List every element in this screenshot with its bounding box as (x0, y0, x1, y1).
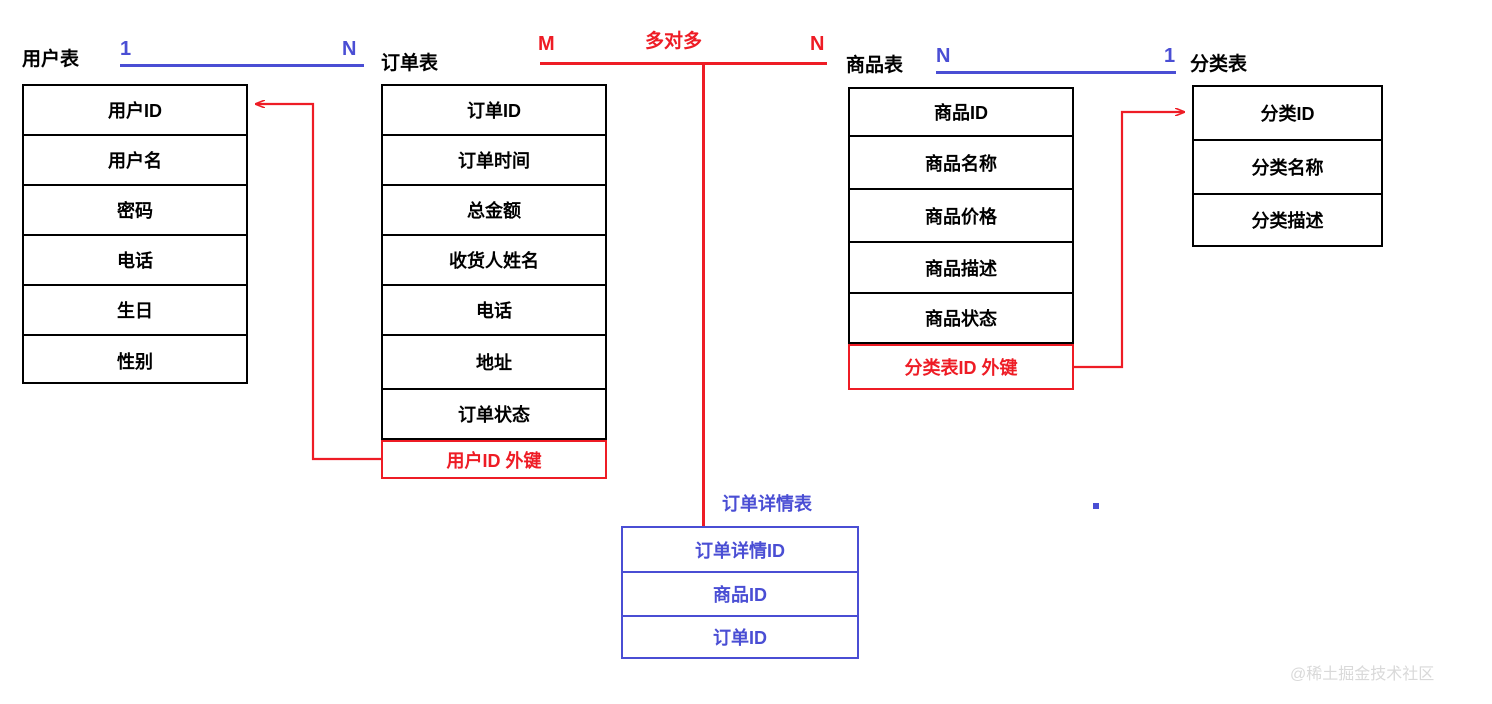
field-row: 商品ID (850, 89, 1072, 137)
relation-line-m2m-to-order-detail (702, 62, 705, 527)
field-row: 订单时间 (383, 136, 605, 186)
field-row: 订单详情ID (623, 528, 857, 573)
entity-caption-order-detail: 订单详情表 (722, 494, 812, 514)
entity-table-order[interactable]: 订单ID 订单时间 总金额 收货人姓名 电话 地址 订单状态 (381, 84, 607, 440)
field-row: 商品名称 (850, 137, 1072, 190)
fk-path-product-to-category (1072, 112, 1184, 369)
field-row: 分类描述 (1251, 211, 1324, 231)
entity-caption-product: 商品表 (846, 55, 904, 76)
field-row: 商品ID (623, 573, 857, 617)
field-row: 订单ID (383, 86, 605, 136)
field-row: 分类ID (1194, 87, 1381, 141)
cardinality-order-product-left: M (538, 33, 555, 55)
foreign-key-row-order: 用户ID 外键 (381, 440, 607, 479)
field-row: 密码 (24, 186, 246, 236)
field-row: 商品描述 (850, 243, 1072, 294)
watermark: @稀土掘金技术社区 (1290, 666, 1435, 683)
field-row: 商品状态 (925, 309, 997, 329)
field-row: 总金额 (383, 186, 605, 236)
relation-line-order-product (540, 62, 827, 65)
cardinality-user-order-right: N (342, 38, 357, 60)
field-row: 分类名称 (1194, 141, 1381, 195)
field-row: 订单ID (713, 628, 767, 648)
entity-table-product[interactable]: 商品ID 商品名称 商品价格 商品描述 商品状态 (848, 87, 1074, 344)
field-row: 用户ID (24, 86, 246, 136)
entity-caption-category: 分类表 (1190, 54, 1248, 75)
relation-line-product-category (936, 71, 1176, 74)
relation-label-many-to-many: 多对多 (645, 31, 703, 52)
entity-table-order-detail[interactable]: 订单详情ID 商品ID 订单ID (621, 526, 859, 659)
foreign-key-row-product: 分类表ID 外键 (848, 344, 1074, 390)
field-row: 电话 (383, 286, 605, 336)
field-row: 收货人姓名 (383, 236, 605, 286)
artifact-dot (1093, 503, 1099, 509)
field-row: 生日 (24, 286, 246, 336)
entity-table-user[interactable]: 用户ID 用户名 密码 电话 生日 性别 (22, 84, 248, 384)
field-row: 订单状态 (458, 405, 530, 425)
cardinality-product-category-left: N (936, 45, 951, 67)
cardinality-user-order-left: 1 (120, 38, 132, 60)
field-row: 用户名 (24, 136, 246, 186)
cardinality-product-category-right: 1 (1164, 45, 1176, 67)
fk-path-order-to-user (256, 104, 381, 461)
field-row: 电话 (24, 236, 246, 286)
entity-caption-order: 订单表 (381, 53, 439, 74)
field-row: 性别 (117, 352, 153, 372)
field-row: 地址 (383, 336, 605, 390)
entity-caption-user: 用户表 (22, 49, 80, 70)
field-row: 商品价格 (850, 190, 1072, 243)
cardinality-order-product-right: N (810, 33, 825, 55)
relation-line-user-order (120, 64, 364, 67)
entity-table-category[interactable]: 分类ID 分类名称 分类描述 (1192, 85, 1383, 247)
